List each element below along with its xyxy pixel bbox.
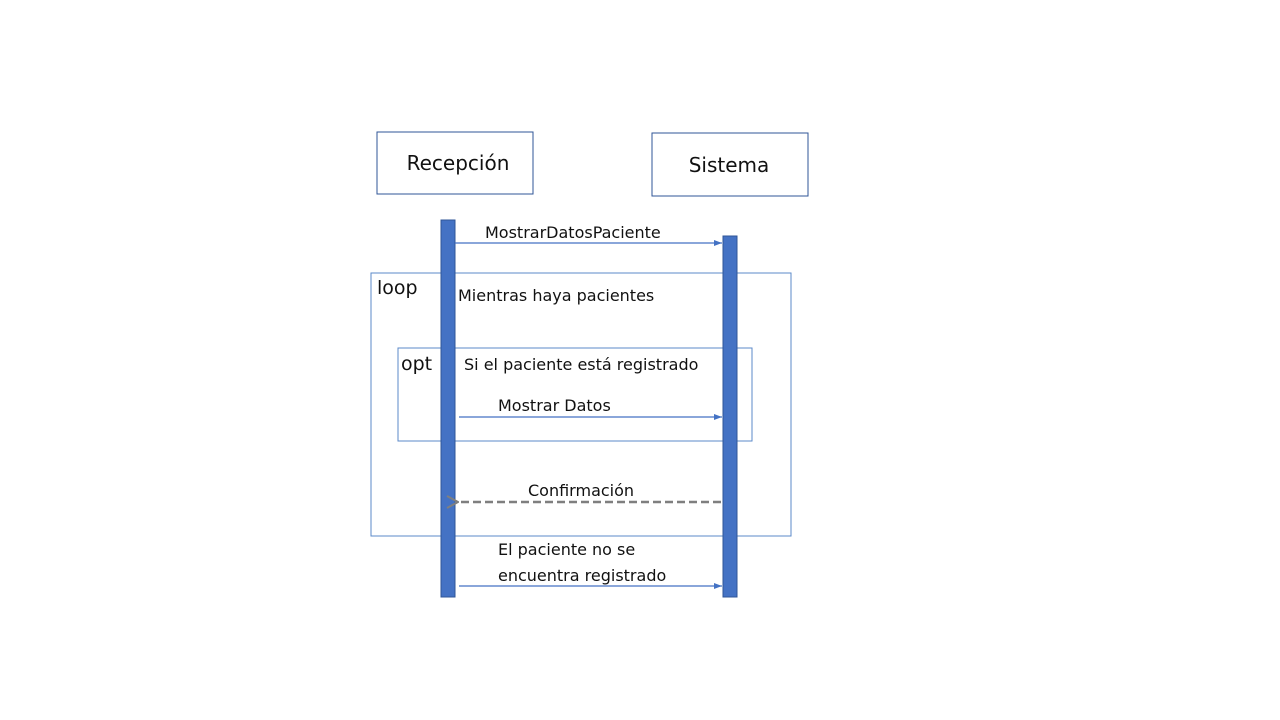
message-mostrar-datos: Mostrar Datos: [459, 396, 722, 420]
lifeline-sistema: [722, 235, 738, 598]
loop-keyword: loop: [377, 277, 418, 299]
message-mostrar-datos-paciente: MostrarDatosPaciente: [455, 223, 722, 246]
message-confirmacion: Confirmación: [458, 481, 721, 502]
opt-guard: Si el paciente está registrado: [464, 355, 698, 374]
message-confirmacion-label: Confirmación: [528, 481, 634, 500]
actor-sistema-box: [651, 132, 809, 197]
message-mostrar-datos-paciente-label: MostrarDatosPaciente: [485, 223, 661, 242]
message-no-registrado: El paciente no se encuentra registrado: [459, 540, 722, 589]
opt-fragment: opt Si el paciente está registrado: [397, 347, 753, 442]
message-no-registrado-label-line-1: El paciente no se: [498, 540, 635, 559]
actor-recepcion-box: [376, 131, 534, 195]
loop-frame: [370, 272, 792, 537]
message-no-registrado-label-line-2: encuentra registrado: [498, 566, 666, 585]
actor-sistema: Sistema: [651, 132, 809, 197]
opt-keyword: opt: [401, 353, 432, 375]
message-mostrar-datos-label: Mostrar Datos: [498, 396, 611, 415]
opt-frame: [397, 347, 753, 442]
loop-guard: Mientras haya pacientes: [458, 286, 654, 305]
actor-sistema-label: Sistema: [689, 153, 770, 177]
actor-recepcion: Recepción: [376, 131, 534, 195]
loop-fragment: loop Mientras haya pacientes: [370, 272, 792, 537]
lifeline-recepcion: [440, 219, 456, 598]
actor-recepcion-label: Recepción: [407, 151, 510, 175]
